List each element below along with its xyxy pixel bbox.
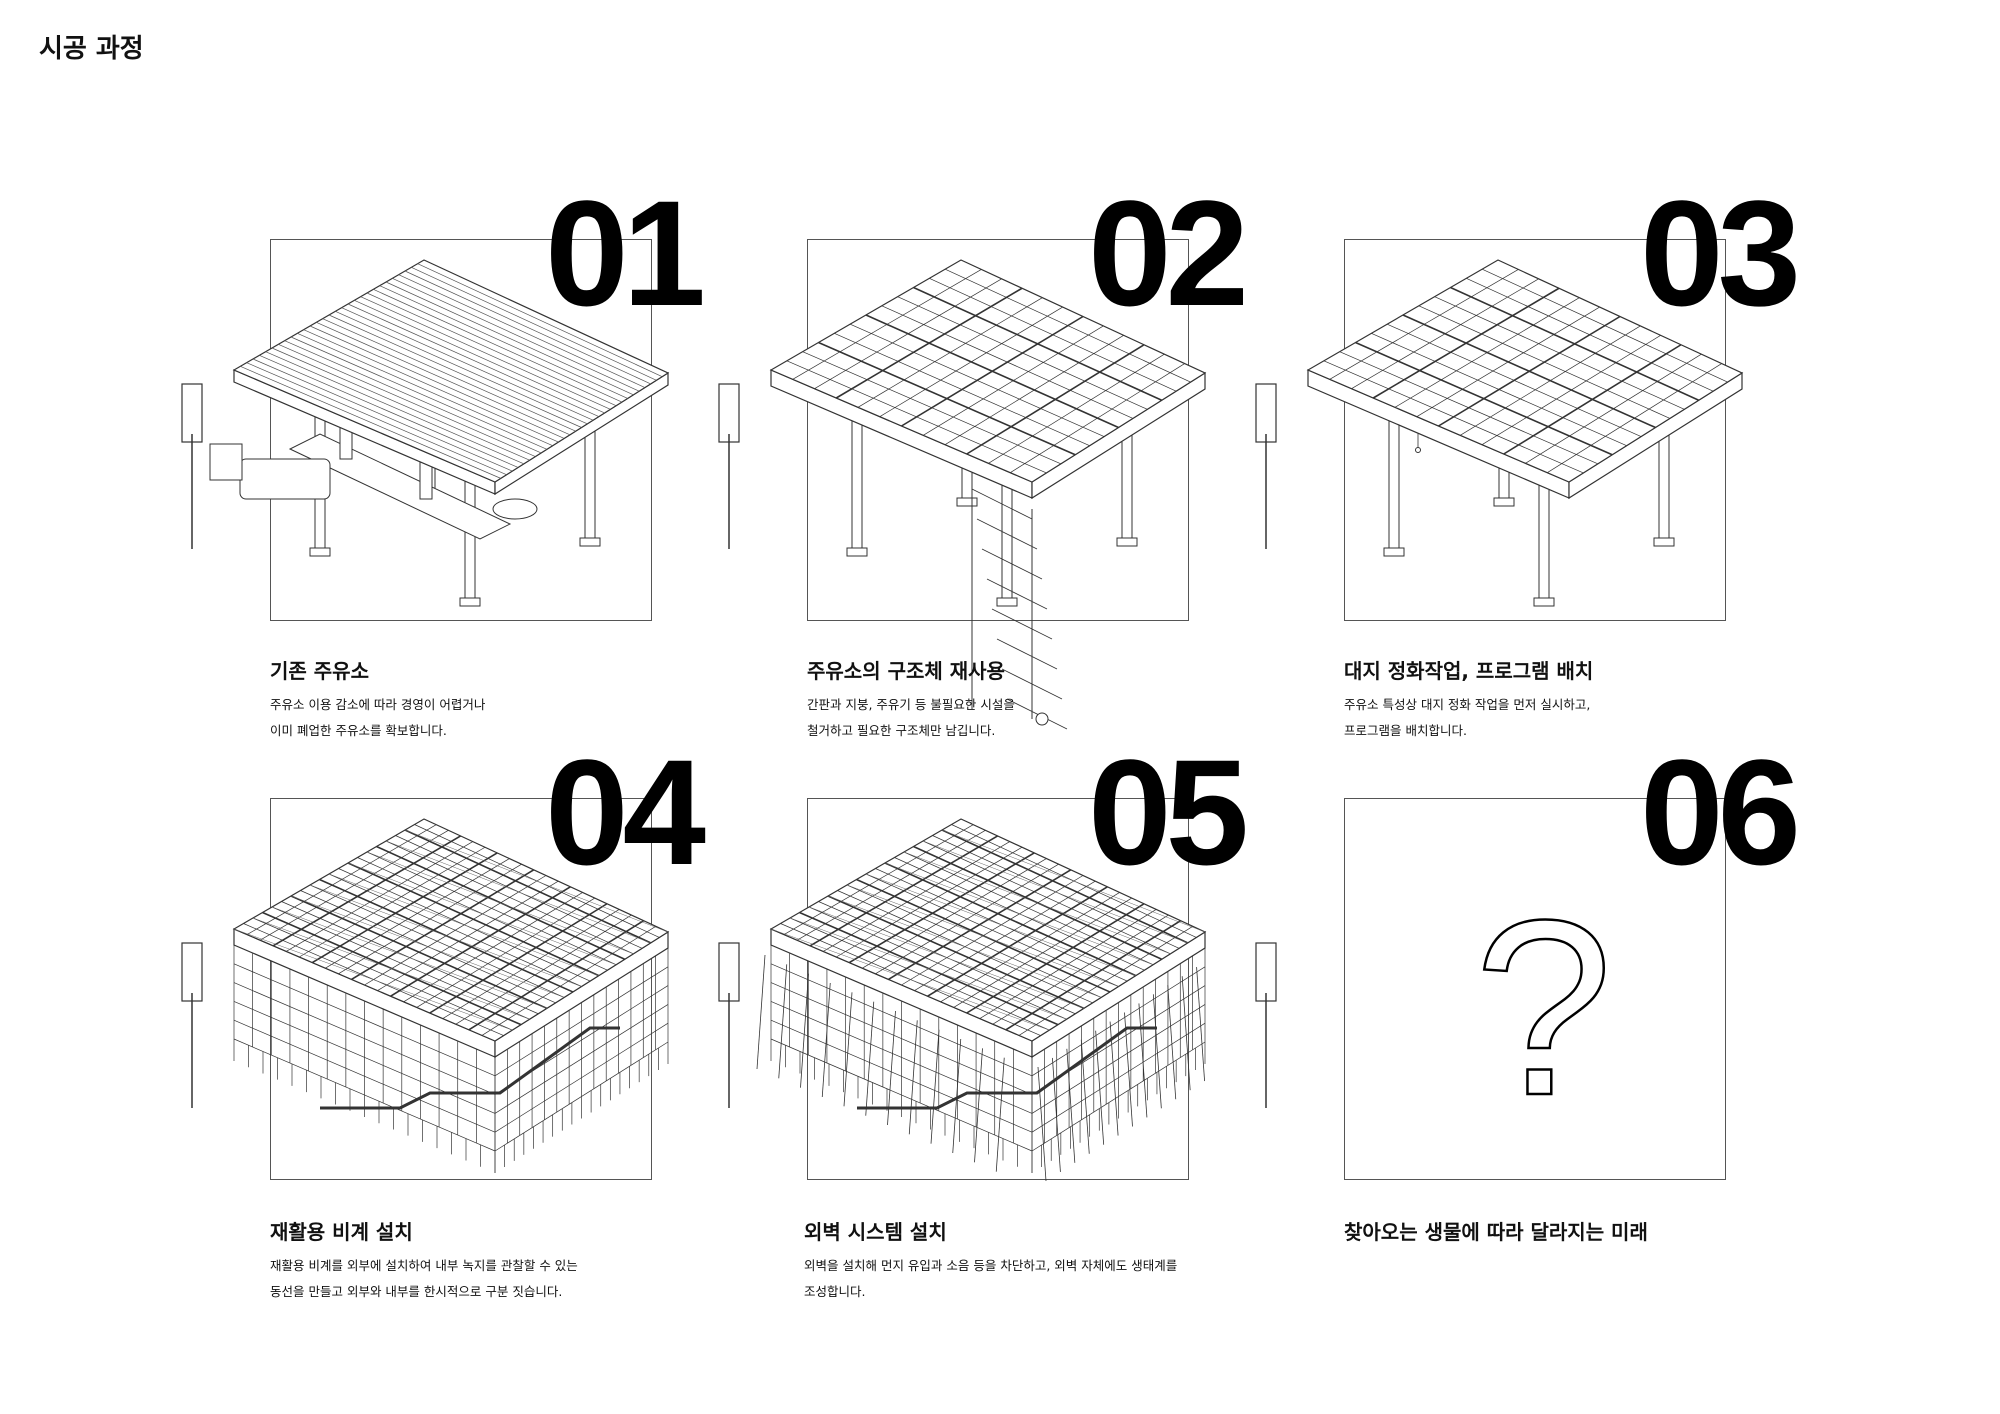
step-01-frame: [270, 239, 652, 621]
step-description-line: 동선을 만들고 외부와 내부를 한시적으로 구분 짓습니다.: [270, 1284, 563, 1299]
step-number: 02: [1088, 169, 1249, 337]
step-04-scaffolding-illustration: [181, 818, 670, 1173]
step-title: 기존 주유소: [270, 659, 369, 683]
step-03-program-layout-illustration: [1255, 259, 1744, 607]
step-02-frame: [807, 239, 1189, 621]
step-03-frame: [1344, 239, 1726, 621]
step-04-frame: [270, 798, 652, 1180]
step-description-line: 외벽을 설치해 먼지 유입과 소음 등을 차단하고, 외벽 자체에도 생태계를: [804, 1258, 1178, 1273]
step-01-gas-station-illustration: [181, 259, 670, 607]
step-title: 재활용 비계 설치: [270, 1220, 413, 1244]
step-description-line: 재활용 비계를 외부에 설치하여 내부 녹지를 관찰할 수 있는: [270, 1258, 578, 1273]
step-number: 06: [1640, 728, 1801, 896]
step-title: 주유소의 구조체 재사용: [807, 659, 1005, 683]
step-number: 01: [545, 169, 706, 337]
step-description-line: 철거하고 필요한 구조체만 남깁니다.: [807, 723, 996, 738]
step-06-frame: [1344, 798, 1726, 1180]
question-mark-symbol: ?: [1473, 868, 1615, 1147]
step-description-line: 조성합니다.: [804, 1284, 866, 1299]
page-title: 시공 과정: [39, 34, 144, 64]
step-description-line: 주유소 특성상 대지 정화 작업을 먼저 실시하고,: [1344, 697, 1591, 712]
step-description-line: 주유소 이용 감소에 따라 경영이 어렵거나: [270, 697, 486, 712]
step-number: 03: [1640, 169, 1801, 337]
step-description-line: 프로그램을 배치합니다.: [1344, 723, 1467, 738]
step-description-line: 이미 폐업한 주유소를 확보합니다.: [270, 723, 447, 738]
step-05-wall-system-illustration: [718, 818, 1207, 1182]
step-title: 대지 정화작업, 프로그램 배치: [1344, 659, 1594, 683]
step-number: 05: [1088, 728, 1249, 896]
step-title: 찾아오는 생물에 따라 달라지는 미래: [1344, 1220, 1648, 1244]
step-02-bare-structure-illustration: [718, 259, 1207, 730]
step-description-line: 간판과 지붕, 주유기 등 불필요한 시설을: [807, 697, 1015, 712]
step-title: 외벽 시스템 설치: [804, 1220, 947, 1244]
step-06-question-illustration: [1255, 942, 1277, 1108]
step-number: 04: [545, 728, 706, 896]
